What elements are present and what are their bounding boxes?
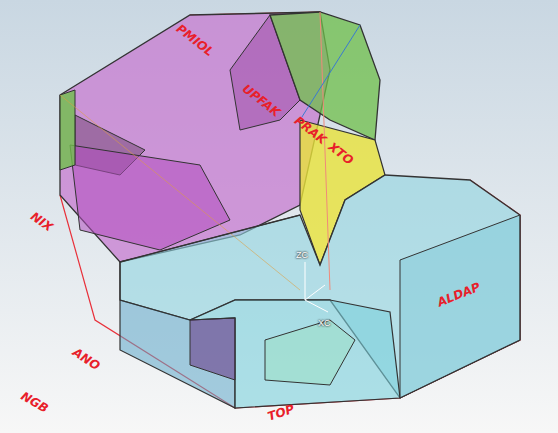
axis-label: ZC — [296, 250, 308, 260]
axis-label: XC — [318, 318, 331, 328]
